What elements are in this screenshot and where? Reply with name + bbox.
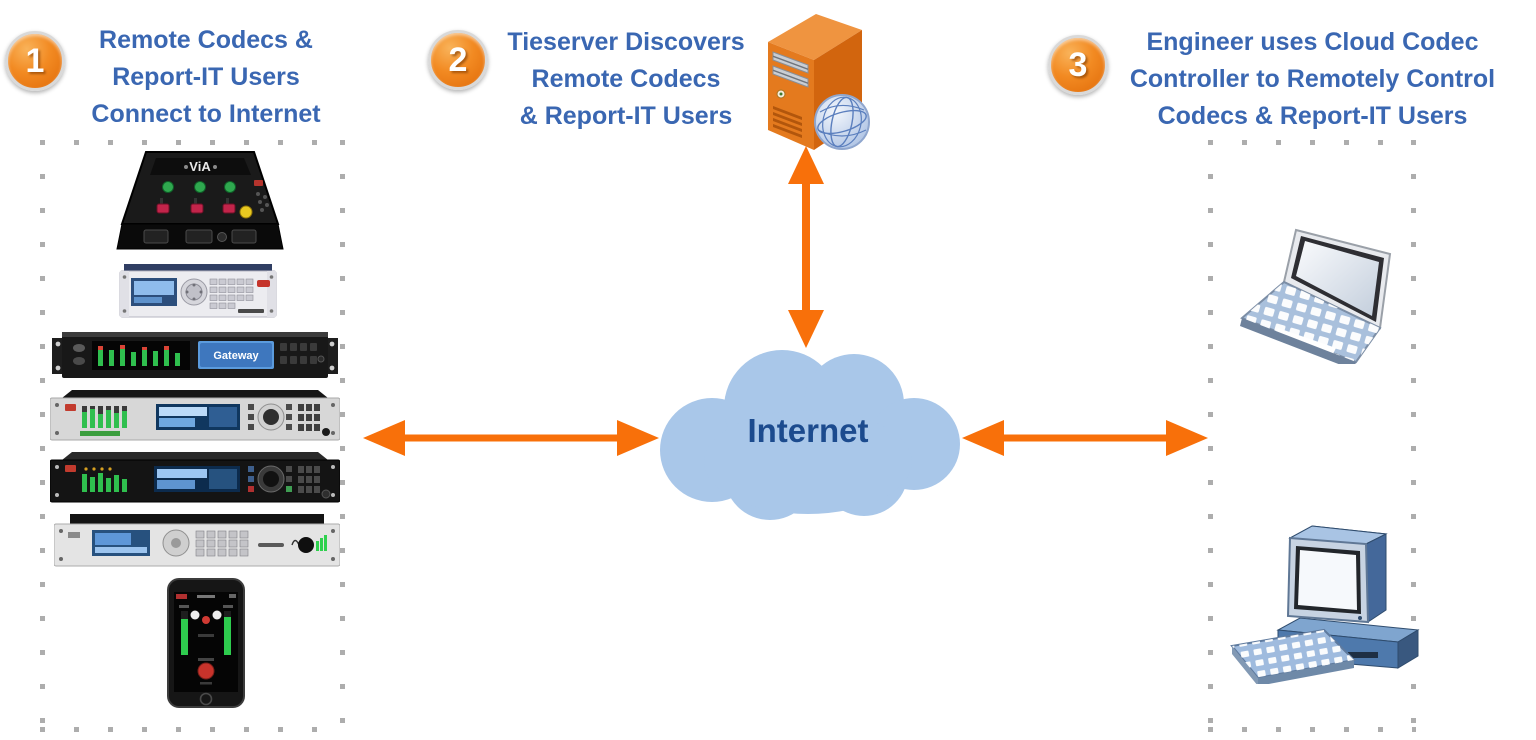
step-1-title-line-2: Report-IT Users — [112, 63, 300, 91]
step-1-title-line-1: Remote Codecs & — [99, 26, 313, 54]
tieserver-icon — [768, 14, 870, 150]
engineer-panel — [1208, 140, 1416, 732]
step-2-title: Tieserver Discovers Remote Codecs & Repo… — [486, 24, 766, 135]
step-3-title-line-2: Controller to Remotely Control — [1129, 65, 1496, 93]
step-1-title: Remote Codecs & Report-IT Users Connect … — [70, 22, 342, 133]
right-double-arrow — [962, 420, 1208, 456]
globe-icon — [814, 94, 870, 150]
merlin-codec-icon — [50, 390, 340, 441]
via-codec-icon: ViA — [116, 151, 284, 250]
left-double-arrow — [363, 420, 659, 456]
step-1-title-line-3: Connect to Internet — [91, 100, 321, 128]
step-1-number: 1 — [25, 41, 45, 80]
step-1-badge: 1 — [5, 31, 65, 91]
step-3-number: 3 — [1068, 45, 1088, 84]
step-3-title-line-3: Codecs & Report-IT Users — [1157, 102, 1468, 130]
panel-border — [1208, 140, 1416, 145]
internet-cloud: Internet — [652, 338, 964, 528]
smartphone-reportit-icon — [167, 578, 245, 708]
gateway-codec-icon: Gateway — [52, 332, 338, 378]
step-2-title-line-1: Tieserver Discovers — [507, 28, 745, 56]
internet-label: Internet — [747, 412, 869, 449]
step-3-title: Engineer uses Cloud Codec Controller to … — [1100, 24, 1525, 135]
panel-border — [40, 140, 45, 732]
step-2-badge: 2 — [428, 30, 488, 90]
iseries-codec-icon — [50, 452, 340, 503]
rack-codec-2u-icon — [119, 264, 277, 318]
panel-border — [1411, 140, 1416, 732]
vertical-double-arrow — [788, 146, 824, 348]
panel-border — [1208, 727, 1416, 732]
panel-border — [1208, 140, 1213, 732]
panel-border — [40, 727, 345, 732]
panel-border — [340, 140, 345, 732]
cloud-shape — [660, 350, 960, 520]
via-label: ViA — [189, 159, 211, 174]
step-2-number: 2 — [448, 40, 468, 79]
gateway-label: Gateway — [213, 350, 259, 362]
remote-codecs-panel — [40, 140, 345, 732]
bridge-codec-icon — [54, 514, 340, 567]
step-3-title-line-1: Engineer uses Cloud Codec — [1146, 28, 1479, 56]
laptop-icon — [1240, 228, 1392, 364]
step-3-badge: 3 — [1048, 35, 1108, 95]
desktop-computer-icon — [1230, 525, 1420, 684]
panel-border — [40, 140, 345, 145]
step-2-title-line-3: & Report-IT Users — [519, 102, 733, 130]
step-2-title-line-2: Remote Codecs — [531, 65, 721, 93]
